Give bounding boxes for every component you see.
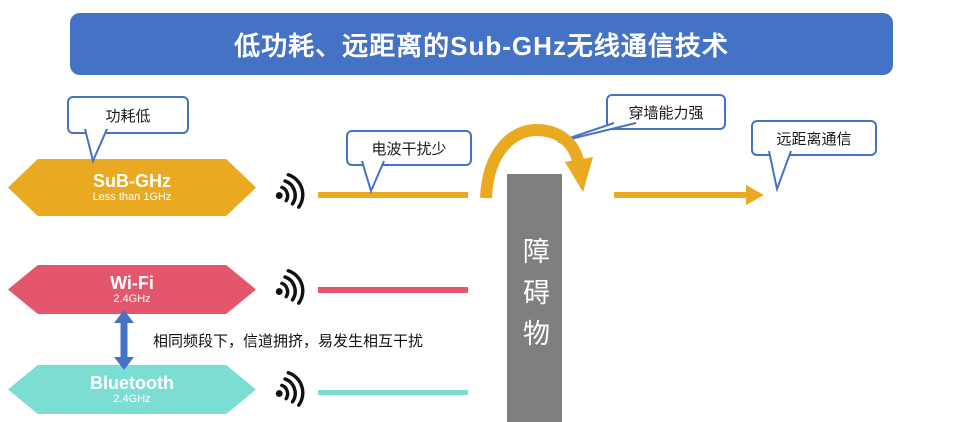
callout-long-distance: 远距离通信 <box>751 120 877 192</box>
broadcast-signal-icon <box>275 269 305 305</box>
band-subghz-name: SuB-GHz <box>93 170 171 191</box>
callout-low-interference: 电波干扰少 <box>346 130 472 194</box>
callout-tail <box>84 128 108 164</box>
callout-wall-penetration: 穿墙能力强 <box>557 94 726 143</box>
wifi-signal-line <box>318 287 468 293</box>
double-headed-arrow <box>114 310 134 370</box>
band-wifi-name: Wi-Fi <box>110 272 154 293</box>
obstacle-label: 障碍物 <box>519 236 549 360</box>
callout-tail <box>768 150 792 192</box>
band-wifi-freq: 2.4GHz <box>113 293 151 306</box>
band-bluetooth-freq: 2.4GHz <box>113 393 151 406</box>
callout-bubble: 远距离通信 <box>751 120 877 156</box>
callout-low-power: 功耗低 <box>67 96 189 164</box>
callout-low-power-label: 功耗低 <box>105 107 151 125</box>
arc-over-obstacle-arrow <box>480 123 593 199</box>
page-title: 低功耗、远距离的Sub-GHz无线通信技术 <box>234 30 729 61</box>
interference-note: 相同频段下，信道拥挤，易发生相互干扰 <box>153 333 424 350</box>
callout-bubble: 功耗低 <box>67 96 189 134</box>
band-wifi: Wi-Fi 2.4GHz <box>8 265 256 314</box>
callout-wall-penetration-label: 穿墙能力强 <box>628 104 704 122</box>
obstacle-wall: 障碍物 <box>507 174 562 422</box>
subghz-signal-line-after-wall <box>614 192 748 198</box>
broadcast-signal-icon <box>275 371 305 407</box>
band-bluetooth: Bluetooth 2.4GHz <box>8 365 256 414</box>
callout-bubble: 电波干扰少 <box>346 130 472 166</box>
title-banner: 低功耗、远距离的Sub-GHz无线通信技术 <box>70 13 893 75</box>
callout-long-distance-label: 远距离通信 <box>776 130 852 148</box>
subghz-signal-line <box>318 192 468 198</box>
broadcast-signal-icon <box>275 173 305 209</box>
bluetooth-signal-line <box>318 390 468 395</box>
callout-tail <box>557 122 637 143</box>
subghz-line-arrowhead <box>746 185 764 205</box>
band-subghz: SuB-GHz Less than 1GHz <box>8 159 256 216</box>
callout-tail <box>361 160 385 194</box>
band-bluetooth-name: Bluetooth <box>90 372 174 393</box>
callout-low-interference-label: 电波干扰少 <box>371 140 447 158</box>
band-subghz-freq: Less than 1GHz <box>92 191 172 204</box>
